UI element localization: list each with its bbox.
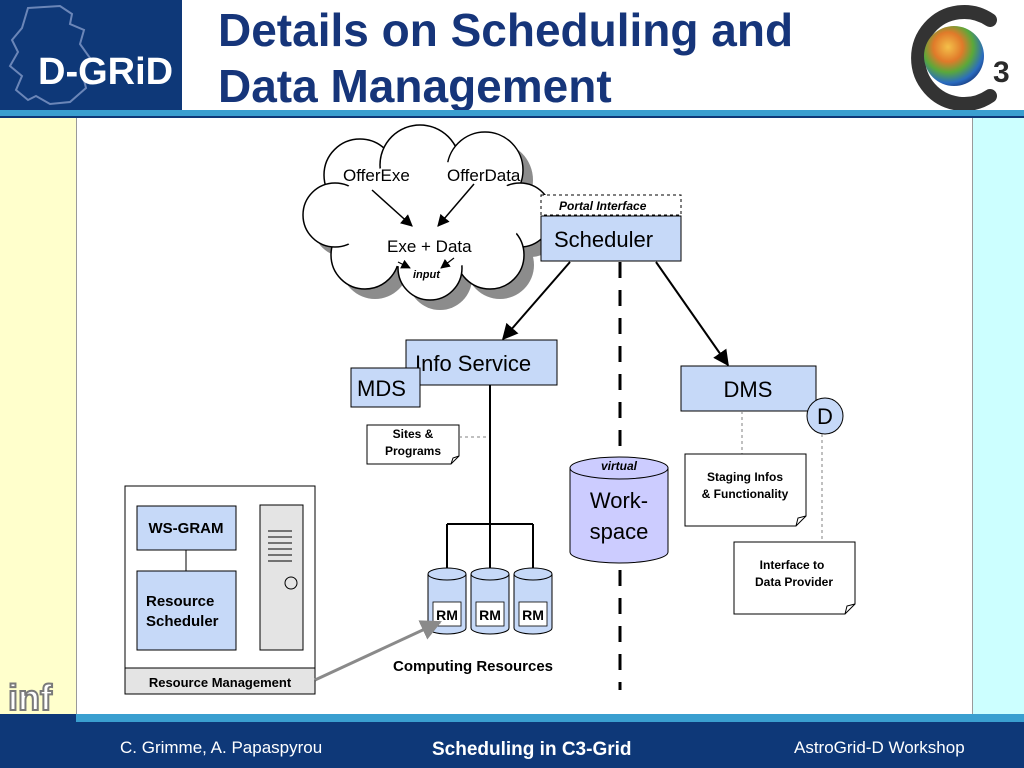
rm-cylinder-2: RM xyxy=(470,567,510,635)
interface-line-1: Interface to xyxy=(760,558,825,572)
resource-scheduler-line-2: Scheduler xyxy=(146,613,219,630)
sites-programs-line-2: Programs xyxy=(385,444,441,458)
interface-line-2: Data Provider xyxy=(755,575,833,589)
dms-label: DMS xyxy=(724,377,773,402)
staging-infos-note xyxy=(684,453,807,527)
offer-data-label: OfferData xyxy=(447,166,521,185)
inf-logo-text: inf xyxy=(8,677,53,716)
offer-exe-arrow xyxy=(371,189,413,227)
globe-icon xyxy=(924,26,984,86)
rm-label-2: RM xyxy=(479,607,501,623)
rm-cylinder-3: RM xyxy=(513,567,553,635)
workspace-line-2: space xyxy=(590,519,649,544)
d-grid-logo: D-GRiD xyxy=(0,0,182,110)
header-stripe xyxy=(0,110,1024,116)
workspace-line-1: Work- xyxy=(590,488,648,513)
rm-label-1: RM xyxy=(436,607,458,623)
workspace-cylinder: virtual Work- space xyxy=(569,456,669,564)
info-service-label: Info Service xyxy=(415,351,531,376)
workspace-tag: virtual xyxy=(601,459,638,473)
inf-logo: inf xyxy=(6,676,70,719)
title-line-1: Details on Scheduling and xyxy=(218,4,794,56)
footer-stripe xyxy=(76,714,1024,722)
resource-management-to-rm-arrow xyxy=(314,620,442,682)
ws-gram-label: WS-GRAM xyxy=(149,520,224,537)
c3-logo: 3 xyxy=(898,0,1024,111)
footer-event: AstroGrid-D Workshop xyxy=(794,738,965,757)
scheduler-box xyxy=(540,215,682,262)
page-title: Details on Scheduling and Data Managemen… xyxy=(218,2,898,114)
sites-programs-line-1: Sites & xyxy=(393,427,434,441)
offer-data-arrow xyxy=(437,183,475,227)
info-service-box xyxy=(405,339,558,386)
offer-cloud: OfferExe OfferData Exe + Data input xyxy=(302,124,562,310)
title-line-2: Data Management xyxy=(218,60,612,112)
resource-scheduler-box xyxy=(136,570,237,651)
mds-label: MDS xyxy=(357,376,406,401)
ws-gram-box xyxy=(136,505,237,551)
slide-header: D-GRiD Details on Scheduling and Data Ma… xyxy=(0,0,1024,112)
footer-authors: C. Grimme, A. Papaspyrou xyxy=(120,738,323,757)
portal-interface-box xyxy=(540,194,682,216)
dms-box xyxy=(680,365,817,412)
computing-resources-label: Computing Resources xyxy=(393,658,553,675)
portal-interface-label: Portal Interface xyxy=(559,199,647,213)
footer-talk-title: Scheduling in C3-Grid xyxy=(432,739,632,760)
resource-management-bar xyxy=(124,667,316,695)
resource-scheduler-line-1: Resource xyxy=(146,593,214,610)
input-label: input xyxy=(413,269,441,281)
mds-box xyxy=(350,367,421,408)
staging-line-1: Staging Infos xyxy=(707,470,783,484)
rm-label-3: RM xyxy=(522,607,544,623)
d-grid-logo-text: D-GRiD xyxy=(38,51,173,93)
scheduler-to-info-arrow xyxy=(501,261,571,341)
svg-text:3: 3 xyxy=(993,56,1010,89)
dms-badge xyxy=(806,397,844,435)
left-side-panel xyxy=(0,118,77,746)
offer-exe-label: OfferExe xyxy=(343,166,410,185)
scheduler-to-dms-arrow xyxy=(655,261,729,367)
sites-programs-note xyxy=(366,424,460,465)
right-side-panel xyxy=(972,118,1024,716)
resource-management-group: WS-GRAM Resource Scheduler Resource Mana… xyxy=(124,485,316,695)
scheduler-label: Scheduler xyxy=(554,227,653,252)
dms-badge-label: D xyxy=(817,404,833,429)
exe-data-label: Exe + Data xyxy=(387,237,472,256)
slide-footer xyxy=(0,714,1024,768)
interface-data-provider-note xyxy=(733,541,856,615)
header-stripe-dark xyxy=(0,116,1024,118)
staging-line-2: & Functionality xyxy=(702,487,789,501)
rm-cylinder-1: RM xyxy=(427,567,467,635)
resource-management-label: Resource Management xyxy=(149,675,292,690)
server-tower-icon xyxy=(259,504,304,651)
